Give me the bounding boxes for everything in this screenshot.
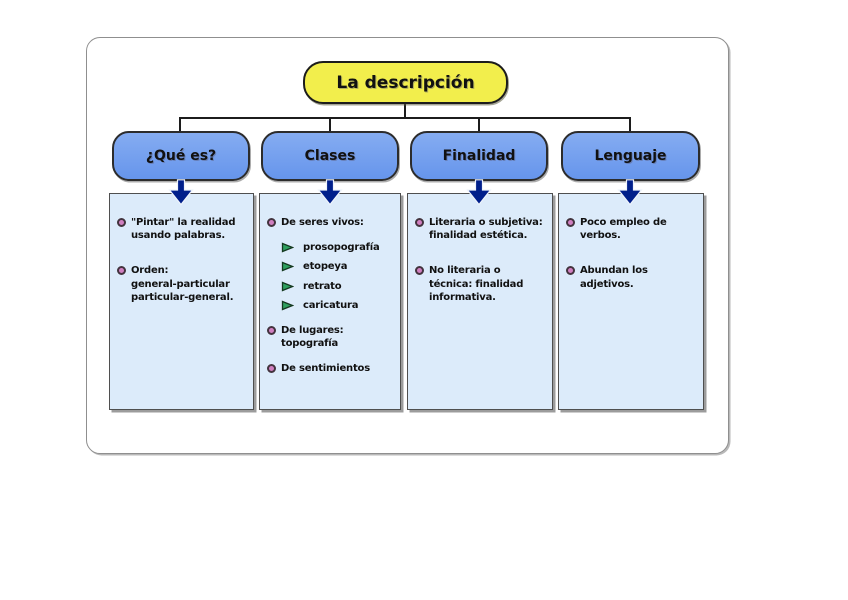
bullet-dot-icon [117, 218, 126, 227]
sub-item-list: prosopografía etopeya retrato caricatura [281, 241, 395, 312]
list-item: Orden: general-particular particular-gen… [117, 264, 248, 304]
item-text: etopeya [303, 261, 348, 273]
list-item: caricatura [281, 299, 395, 312]
list-item: prosopografía [281, 241, 395, 254]
down-arrow-icon [617, 179, 643, 206]
branch-node-clases: Clases [261, 131, 399, 181]
item-text: Poco empleo de verbos. [580, 217, 667, 242]
branch-label: ¿Qué es? [145, 148, 217, 164]
root-node: La descripción [303, 61, 508, 104]
bullet-dot-icon [267, 325, 276, 335]
item-text: De lugares: topografía [281, 324, 344, 350]
bullet-dot-icon [566, 218, 575, 227]
branch-node-lenguaje: Lenguaje [561, 131, 700, 181]
connector-line [329, 118, 331, 131]
panel-lenguaje: Poco empleo de verbos. Abundan los adjet… [558, 193, 704, 410]
flag-triangle-icon [281, 242, 294, 253]
list-item: etopeya [281, 260, 395, 273]
item-text: retrato [303, 280, 342, 292]
branch-label: Clases [304, 148, 356, 164]
list-item: De lugares: topografía [267, 324, 395, 350]
connector-line [404, 104, 406, 118]
panel-clases: De seres vivos: prosopografía etopeya re… [259, 193, 401, 410]
bullet-dot-icon [415, 218, 424, 227]
bullet-dot-icon [117, 266, 126, 276]
flag-triangle-icon [281, 300, 294, 311]
item-text: prosopografía [303, 242, 380, 254]
bullet-dot-icon [267, 218, 276, 227]
panel-finalidad: Literaria o subjetiva: finalidad estétic… [407, 193, 553, 410]
branch-node-que-es: ¿Qué es? [112, 131, 250, 181]
connector-line [179, 118, 181, 131]
branch-label: Finalidad [442, 148, 516, 164]
flag-triangle-icon [281, 262, 294, 272]
item-text: Literaria o subjetiva: finalidad estétic… [429, 217, 543, 242]
item-text: Orden: general-particular particular-gen… [131, 265, 234, 303]
connector-line [478, 118, 480, 131]
panel-que-es: "Pintar" la realidad usando palabras. Or… [109, 193, 254, 410]
item-text: "Pintar" la realidad usando palabras. [131, 217, 236, 242]
item-text: No literaria o técnica: finalidad inform… [429, 265, 524, 303]
list-item: retrato [281, 280, 395, 293]
bullet-dot-icon [566, 266, 575, 276]
list-item: Literaria o subjetiva: finalidad estétic… [415, 216, 547, 242]
down-arrow-icon [466, 179, 492, 206]
root-node-label: La descripción [336, 72, 475, 93]
flag-triangle-icon [281, 281, 294, 292]
list-item: Abundan los adjetivos. [566, 264, 698, 290]
bullet-dot-icon [267, 364, 276, 374]
list-item: No literaria o técnica: finalidad inform… [415, 264, 547, 304]
list-item: Poco empleo de verbos. [566, 216, 698, 242]
branch-label: Lenguaje [594, 148, 667, 164]
down-arrow-icon [317, 179, 343, 206]
list-item: De sentimientos [267, 362, 395, 375]
connector-line [179, 117, 631, 119]
branch-node-finalidad: Finalidad [410, 131, 548, 181]
item-text: De seres vivos: [281, 217, 364, 228]
down-arrow-icon [168, 179, 194, 206]
item-text: caricatura [303, 299, 359, 311]
item-text: Abundan los adjetivos. [580, 265, 648, 290]
list-item: De seres vivos: [267, 216, 395, 229]
bullet-dot-icon [415, 266, 424, 276]
list-item: "Pintar" la realidad usando palabras. [117, 216, 248, 242]
connector-line [629, 118, 631, 131]
item-text: De sentimientos [281, 363, 370, 375]
